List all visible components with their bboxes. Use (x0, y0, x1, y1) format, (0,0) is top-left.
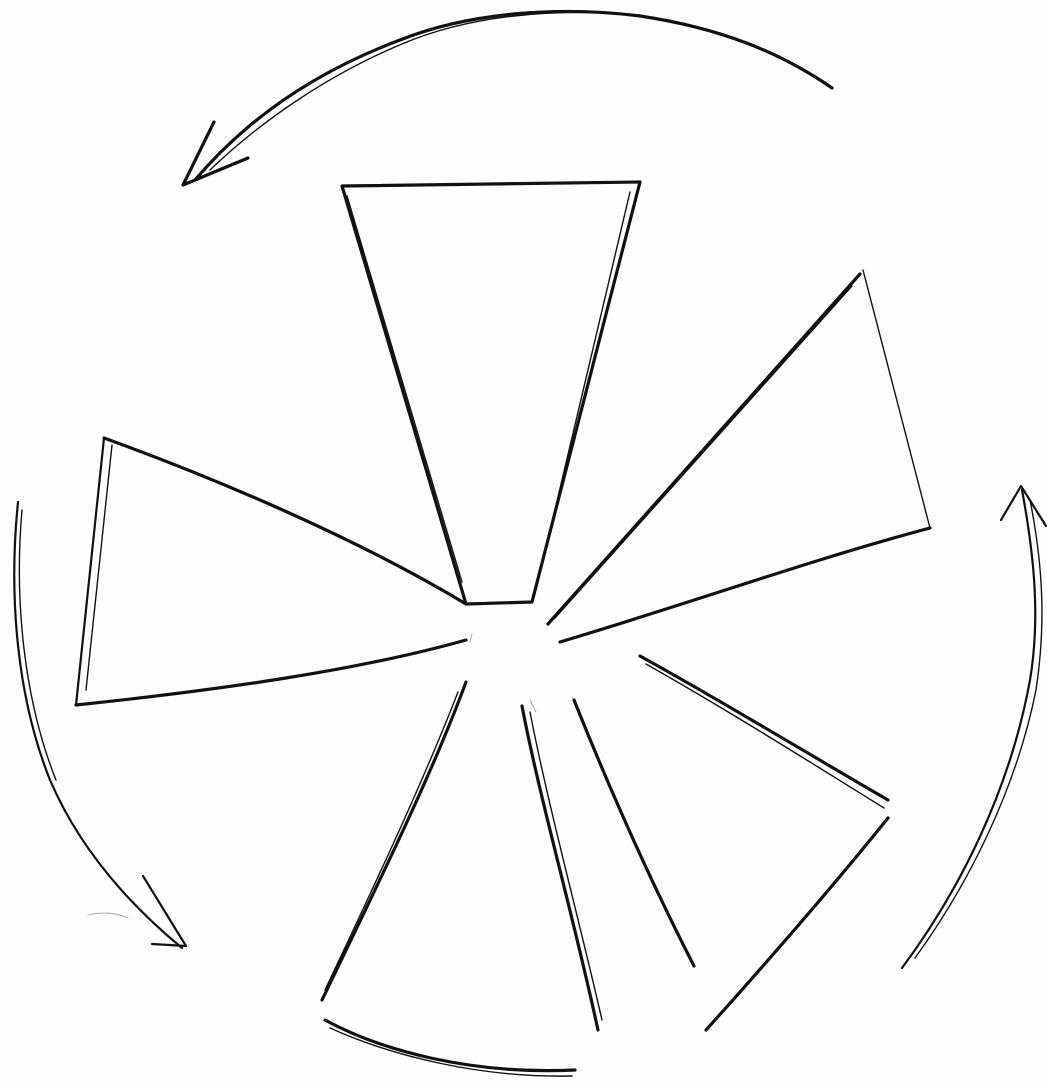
top-blade-edge-echo (347, 196, 462, 582)
left-downward-arrow (14, 502, 186, 948)
left-arrow-shaft (14, 502, 182, 948)
lower-right-blade-outer-edge (706, 818, 888, 1030)
upper-right-blade-outline (548, 274, 860, 624)
bottom-arc-stroke (325, 1020, 575, 1071)
lower-right-blade-upper-edge-echo (646, 664, 884, 808)
upper-right-blade (548, 270, 930, 642)
top-arrow-shaft-echo (210, 12, 828, 170)
bottom-arc (325, 1020, 575, 1076)
left-arrow-smudge (88, 913, 128, 918)
left-blade-far-edge (76, 438, 104, 705)
upper-right-blade-lower-edge (560, 528, 930, 642)
left-blade (76, 438, 466, 705)
left-arrow-head (143, 876, 186, 946)
left-arrow-shaft-echo (19, 510, 56, 780)
top-arrow-shaft (195, 11, 832, 180)
left-blade-lower-edge (76, 640, 466, 705)
bottom-arc-echo (330, 1028, 572, 1076)
lower-middle-blade (522, 700, 694, 1030)
right-arrow-head (1001, 486, 1046, 526)
upper-right-blade-far-edge (863, 270, 930, 528)
lower-middle-blade-edge-echo (530, 712, 602, 1020)
right-arrow-shaft (902, 490, 1035, 968)
top-counterclockwise-arrow (183, 11, 832, 185)
lower-right-blade (640, 656, 888, 1030)
lower-left-blade (322, 682, 466, 1000)
hub-smudge-1 (470, 634, 472, 642)
lower-right-blade-upper-edge (640, 656, 888, 800)
lower-middle-blade-right-edge (574, 700, 694, 966)
hub-area (470, 634, 536, 712)
top-blade-outline (342, 182, 640, 604)
right-upward-arrow (902, 486, 1046, 968)
top-arrow-head (183, 122, 248, 185)
left-blade-upper-edge (104, 438, 466, 604)
top-blade (342, 182, 640, 604)
lower-left-blade-edge-echo (325, 692, 458, 990)
top-blade-edge-echo-2 (536, 192, 630, 590)
lower-middle-blade-left-edge (522, 706, 598, 1030)
right-arrow-shaft-echo (915, 500, 1042, 958)
hub-smudge-2 (530, 700, 536, 712)
